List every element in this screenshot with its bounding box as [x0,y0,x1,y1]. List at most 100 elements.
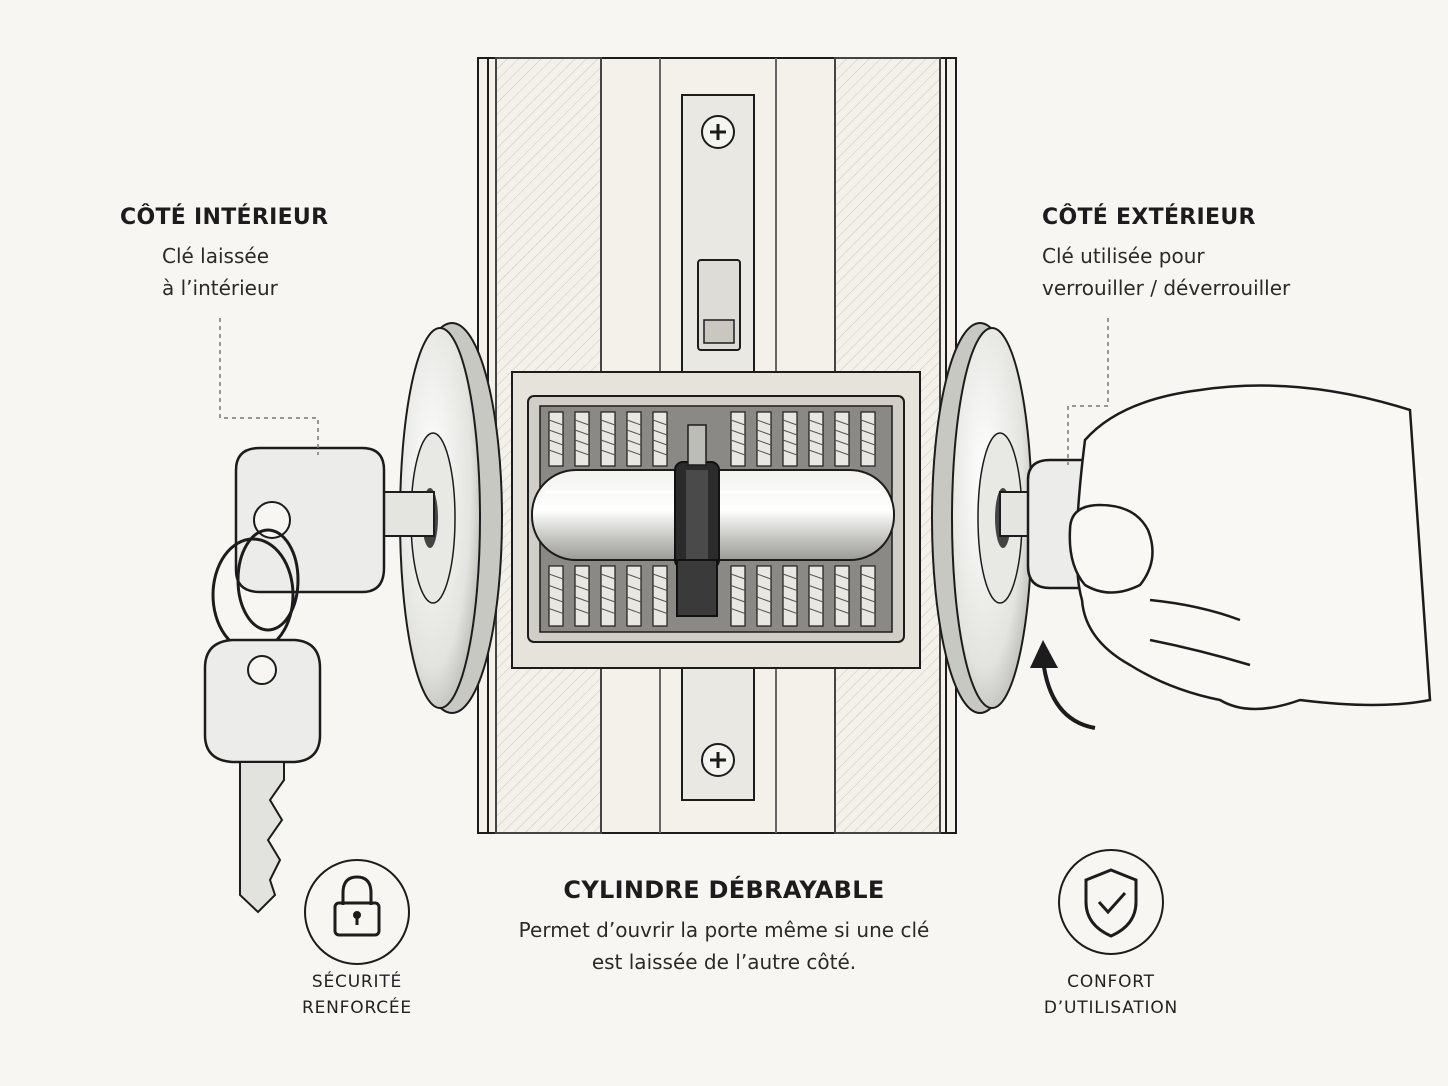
pin-0-lower [548,565,564,627]
comfort-line1: CONFORT [1067,972,1155,992]
pin-spring-coil [860,608,876,614]
pin-spring-coil [782,449,798,456]
pin-spring-coil [600,419,616,426]
pin-5-lower [730,565,746,627]
exterior-rosette [931,322,1033,714]
pin-spring-coil [860,573,876,580]
pin-spring-coil [652,449,668,456]
pin-spring-coil [626,439,642,446]
pin-spring-coil [626,585,642,591]
pin-spring-coil [756,439,772,446]
pin-spring-coil [600,573,616,580]
center-line2: est laissée de l’autre côté. [591,950,857,974]
pin-spring-coil [652,439,668,446]
pin-spring-coil [808,449,824,456]
pin-spring-coil [834,429,850,436]
pin-spring-coil [730,596,746,603]
pin-spring-coil [730,449,746,456]
pin-spring-coil [808,439,824,446]
pin-5-upper [730,411,746,467]
pin-spring-coil [574,429,590,436]
pin-spring-coil [808,608,824,614]
pin-spring-coil [600,449,616,456]
pin-spring-coil [782,608,798,614]
interior-callout-leader [219,318,319,455]
pin-spring-coil [574,419,590,426]
pin-spring-coil [548,608,564,614]
screw-top-icon [701,115,735,149]
pin-spring-coil [600,596,616,603]
pin-0-upper [548,411,564,467]
pin-spring-coil [730,573,746,580]
pin-spring-coil [756,449,772,456]
padlock-icon [304,859,410,965]
shield-check-icon [1058,849,1164,955]
pin-spring-coil [574,449,590,456]
interior-line1: Clé laissée [162,244,270,268]
pin-8-upper [808,411,824,467]
pin-spring-coil [756,429,772,436]
pin-spring-coil [548,596,564,603]
pin-spring-coil [834,419,850,426]
security-badge-label: SÉCURITÉ RENFORCÉE [257,969,457,1021]
pin-spring-coil [730,419,746,426]
pin-spring-coil [756,608,772,614]
pin-spring-coil [600,439,616,446]
pin-spring-coil [808,419,824,426]
cam-clutch [674,424,720,617]
pin-3-upper [626,411,642,467]
pin-spring-coil [756,419,772,426]
pin-4-upper [652,411,668,467]
pin-2-upper [600,411,616,467]
pin-spring-coil [730,429,746,436]
pin-stacks [548,411,876,627]
exterior-title: CÔTÉ EXTÉRIEUR [1042,205,1256,230]
pin-spring-coil [626,429,642,436]
pin-1-lower [574,565,590,627]
pin-spring-coil [574,596,590,603]
pin-spring-coil [652,608,668,614]
pin-spring-coil [782,439,798,446]
interior-line2: à l’intérieur [162,276,278,300]
interior-key [234,446,435,594]
pin-spring-coil [860,449,876,456]
pin-6-lower [756,565,772,627]
pin-spring-coil [782,585,798,591]
pin-spring-coil [834,608,850,614]
pin-spring-coil [834,449,850,456]
exterior-line1: Clé utilisée pour [1042,244,1205,268]
pin-9-lower [834,565,850,627]
pin-spring-coil [548,439,564,446]
center-title: CYLINDRE DÉBRAYABLE [563,876,885,904]
pin-spring-coil [548,419,564,426]
comfort-line2: D’UTILISATION [1043,998,1179,1018]
pin-spring-coil [652,573,668,580]
pin-spring-coil [600,429,616,436]
pin-10-lower [860,565,876,627]
pin-spring-coil [756,573,772,580]
center-line1: Permet d’ouvrir la porte même si une clé [518,918,930,942]
pin-9-upper [834,411,850,467]
pin-spring-coil [834,585,850,591]
pin-spring-coil [626,573,642,580]
hanging-key [203,638,322,914]
pin-spring-coil [652,585,668,591]
pin-spring-coil [782,419,798,426]
pin-spring-coil [782,596,798,603]
pin-spring-coil [626,596,642,603]
pin-spring-coil [756,585,772,591]
pin-spring-coil [548,585,564,591]
exterior-line2: verrouiller / déverrouiller [1042,276,1291,300]
pin-spring-coil [548,573,564,580]
pin-spring-coil [808,429,824,436]
pin-spring-coil [834,439,850,446]
pin-spring-coil [548,449,564,456]
comfort-badge-label: CONFORT D’UTILISATION [1011,969,1211,1021]
pin-spring-coil [652,429,668,436]
pin-spring-coil [652,596,668,603]
pin-spring-coil [782,573,798,580]
pin-spring-coil [574,585,590,591]
pin-spring-coil [652,419,668,426]
pin-spring-coil [574,608,590,614]
